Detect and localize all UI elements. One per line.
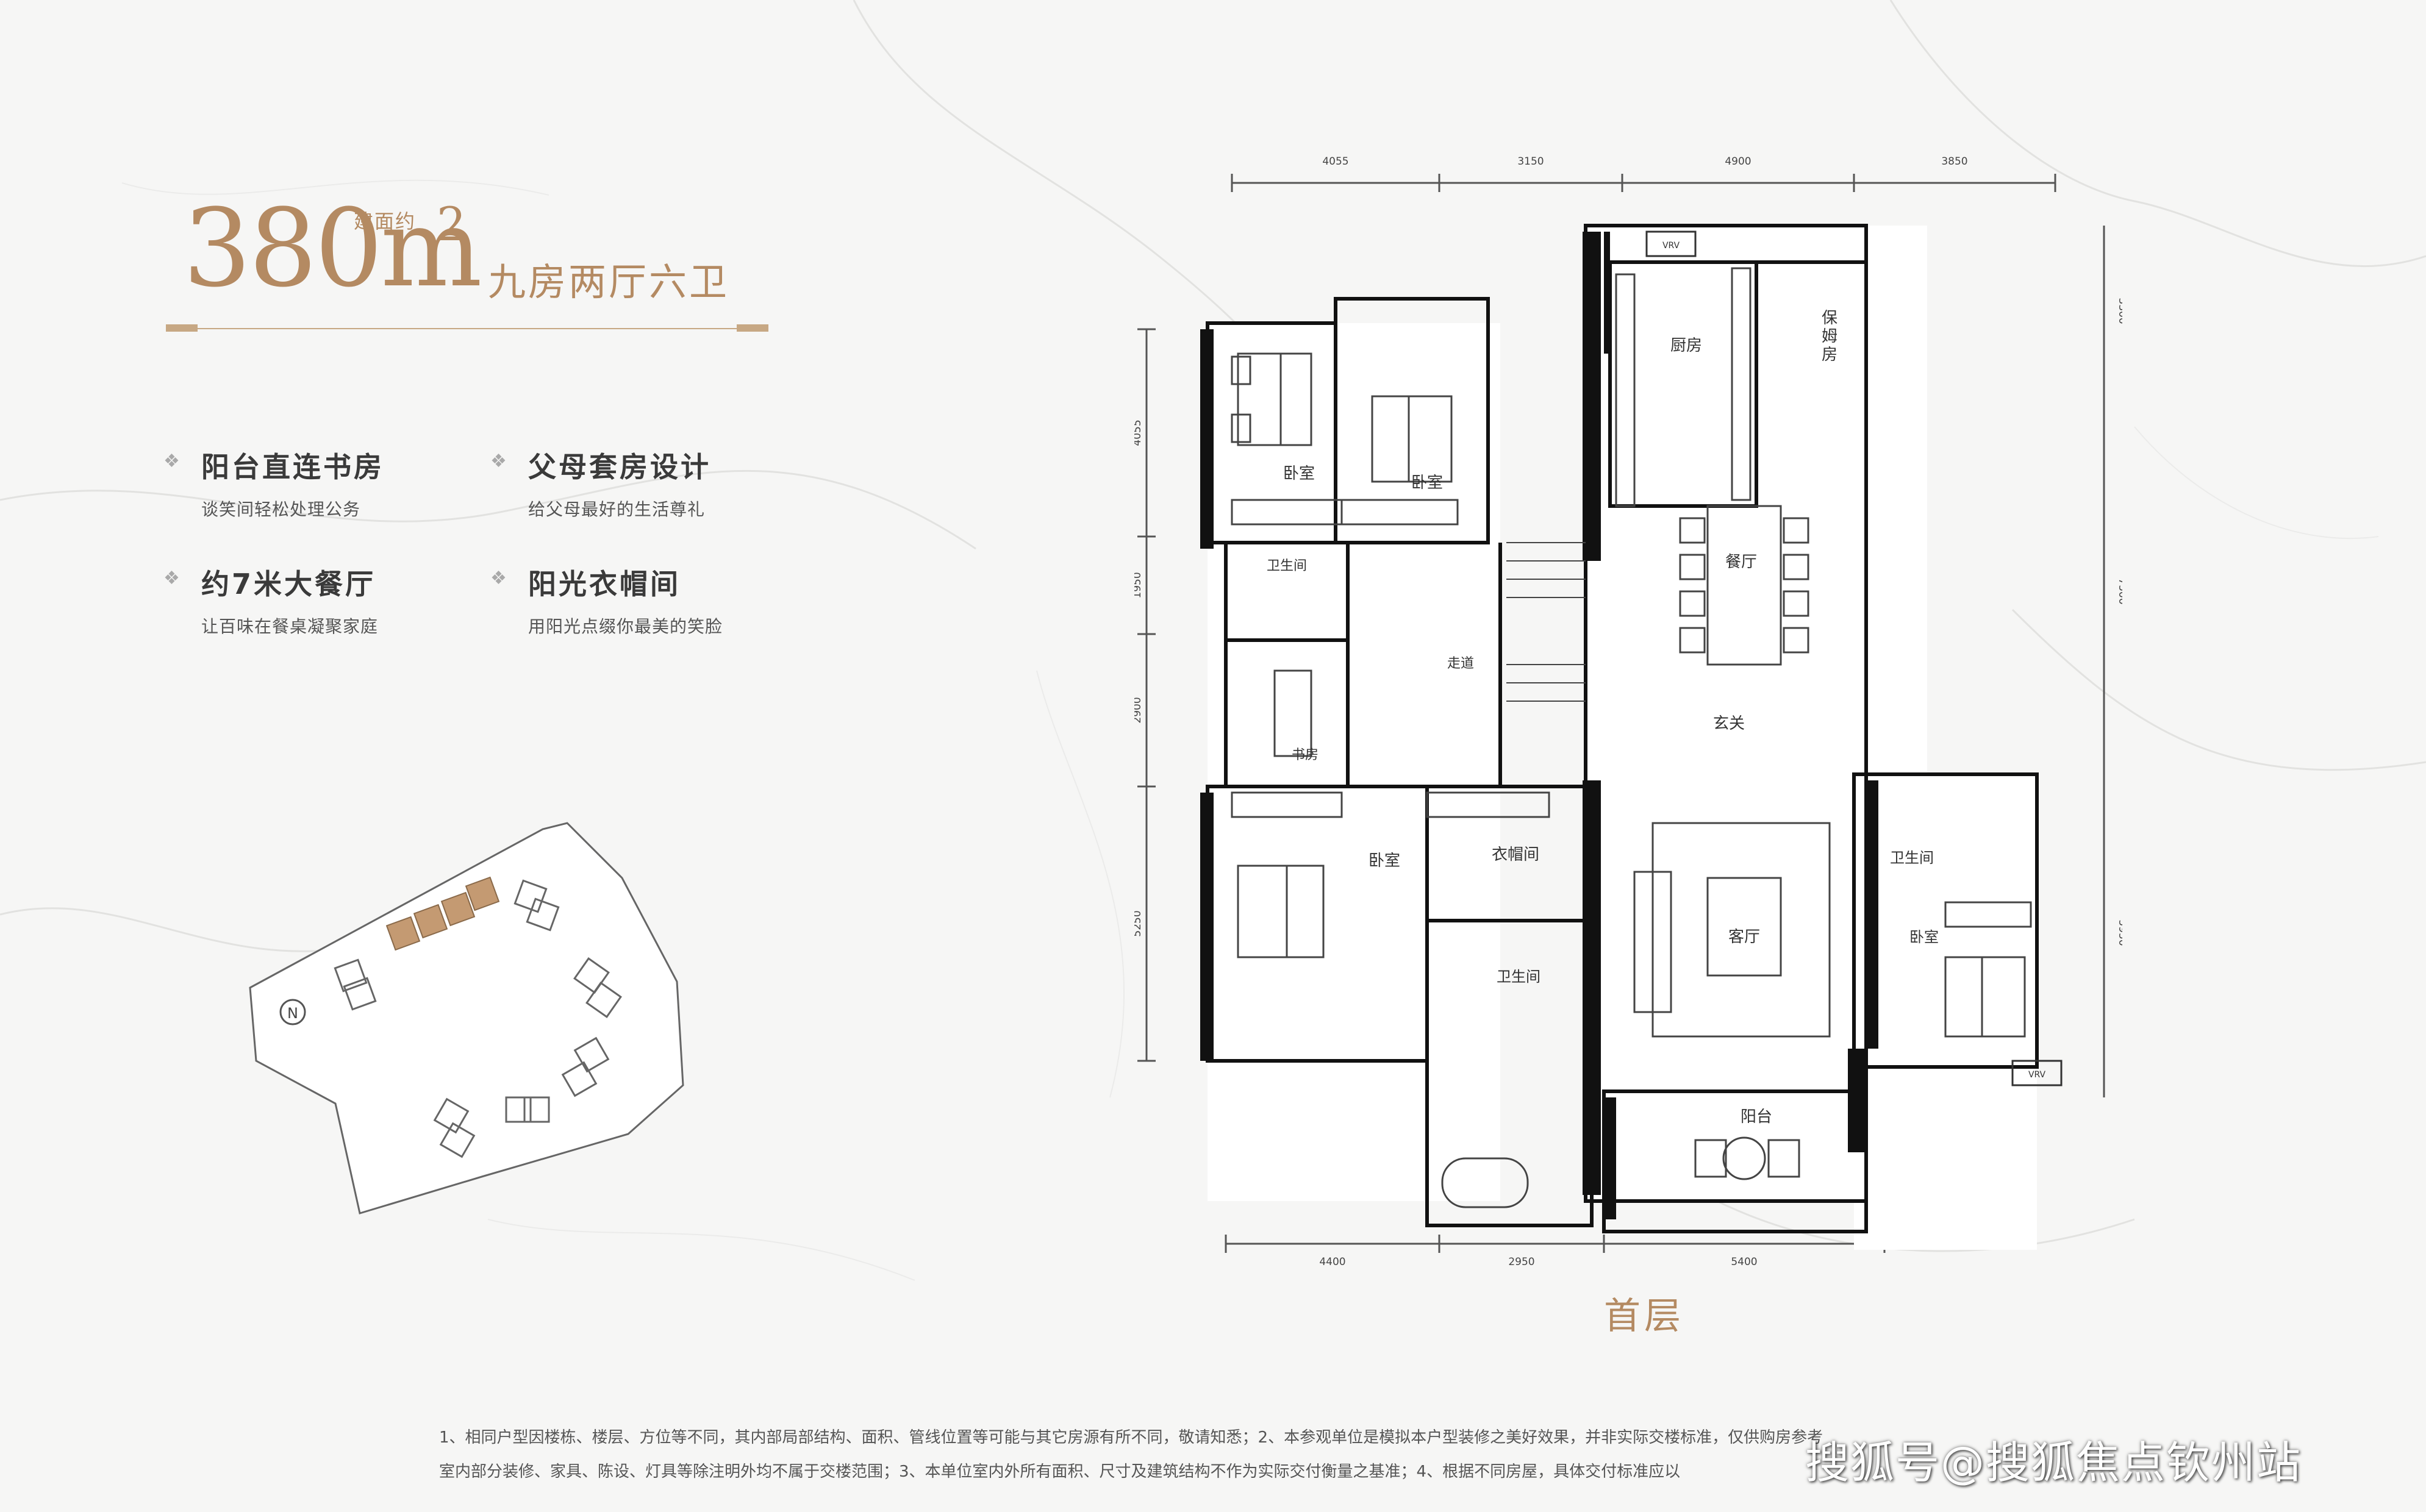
header-divider (188, 328, 737, 329)
watermark: 搜狐号@搜狐焦点钦州站 (1805, 1437, 2302, 1488)
room-label-maid-char: 保 (1822, 309, 1837, 327)
bathtub (1441, 1157, 1529, 1208)
room-label-bedroom: 卧室 (1369, 852, 1400, 870)
feature-title: 约7米大餐厅 (201, 568, 376, 601)
dimension-label: 4055 (1322, 155, 1348, 168)
floor-plan: 4055 3150 4900 3850 4400 2950 5400 4055 … (1134, 155, 2122, 1268)
coffee-table (1706, 877, 1782, 977)
note-line: 室内部分装修、家具、陈设、灯具等除注明外均不属于交楼范围；3、本单位室内外所有面… (439, 1463, 1681, 1481)
feature-subtitle: 让百味在餐桌凝聚家庭 (201, 616, 379, 637)
site-building (334, 958, 368, 993)
feature-title: 阳台直连书房 (201, 451, 384, 483)
highlighted-buildings (385, 876, 500, 951)
room-label-maid-char: 房 (1822, 346, 1837, 364)
room-label-bathroom: 卫生间 (1497, 968, 1540, 985)
site-building (573, 1036, 610, 1073)
note-line: 1、相同户型因楼栋、楼层、方位等不同，其内部局部结构、面积、管线位置等可能与其它… (439, 1428, 1823, 1447)
room-label-bathroom: 卫生间 (1890, 849, 1934, 866)
site-building (433, 1097, 470, 1134)
site-building (343, 977, 377, 1011)
bed (1237, 865, 1325, 958)
site-building (505, 1096, 532, 1123)
room-label-bathroom: 卫生间 (1267, 558, 1307, 574)
disclaimer-notes: 1、相同户型因楼栋、楼层、方位等不同，其内部局部结构、面积、管线位置等可能与其它… (439, 1421, 2086, 1489)
bed (1371, 395, 1453, 483)
site-building (526, 897, 560, 932)
feature-item: ❖ 约7米大餐厅 让百味在餐桌凝聚家庭 (163, 562, 518, 638)
area-superscript: 2 (437, 197, 467, 251)
dimension-label: 2900 (1134, 697, 1143, 723)
site-building (439, 1122, 476, 1158)
flower-icon: ❖ (490, 451, 507, 472)
room-label-bedroom: 卧室 (1283, 465, 1315, 483)
dimension-label: 7500 (2116, 578, 2122, 604)
dimension-lines (1137, 174, 2105, 1253)
feature-item: ❖ 阳台直连书房 谈笑间轻松处理公务 (163, 445, 518, 521)
room-label-balcony: 阳台 (1741, 1108, 1772, 1126)
site-building (585, 982, 622, 1018)
north-label: N (287, 1005, 298, 1022)
site-building (523, 1096, 550, 1123)
dimension-label: 3850 (1941, 155, 1967, 168)
site-plan: N (249, 822, 684, 1214)
flower-icon: ❖ (490, 568, 507, 589)
room-label-foyer: 玄关 (1713, 715, 1745, 733)
dimension-label: 5400 (1731, 1256, 1757, 1268)
flower-icon: ❖ (163, 451, 180, 472)
room-label-dining: 餐厅 (1725, 553, 1757, 571)
dimension-label: 4055 (1134, 419, 1143, 446)
balcony-table (1722, 1136, 1766, 1180)
site-boundary (249, 822, 684, 1214)
dimension-label: 5950 (2116, 919, 2122, 946)
vrv-label: VRV (1662, 241, 1680, 251)
layout-type: 九房两厅六卫 (488, 260, 730, 304)
room-label-corridor: 走道 (1447, 656, 1474, 671)
vrv-unit (1645, 230, 1697, 257)
bed (1944, 956, 2026, 1038)
divider-cap-left (166, 324, 198, 332)
room-label-study: 书房 (1292, 747, 1319, 763)
area-value: 380m (183, 186, 482, 311)
feature-item: ❖ 阳光衣帽间 用阳光点缀你最美的笑脸 (490, 562, 845, 638)
dimension-label: 2950 (1508, 1256, 1534, 1268)
dimension-label: 5250 (1134, 910, 1143, 936)
vrv-unit (2011, 1060, 2063, 1086)
room-label-bedroom: 卧室 (1411, 474, 1443, 492)
feature-subtitle: 用阳光点缀你最美的笑脸 (528, 616, 723, 637)
dimension-label: 3150 (1517, 155, 1544, 168)
living-rug (1651, 822, 1831, 1038)
flower-icon: ❖ (163, 568, 180, 589)
structural-walls (1200, 232, 1878, 1219)
feature-title: 父母套房设计 (528, 451, 711, 483)
room-label-kitchen: 厨房 (1670, 337, 1702, 355)
room-label-living: 客厅 (1728, 928, 1760, 946)
bed (1237, 352, 1312, 446)
divider-cap-right (737, 324, 768, 332)
floor-name: 首层 (1604, 1295, 1684, 1338)
dimension-label: 4400 (1319, 1256, 1345, 1268)
vrv-label: VRV (2028, 1070, 2046, 1080)
feature-title: 阳光衣帽间 (528, 568, 681, 601)
dimension-label: 4900 (1725, 155, 1751, 168)
area-prefix: 建面约 (354, 210, 417, 233)
room-label-bedroom: 卧室 (1909, 929, 1939, 946)
dimension-label: 1950 (1134, 572, 1143, 598)
dining-table (1706, 505, 1782, 666)
feature-item: ❖ 父母套房设计 给父母最好的生活尊礼 (490, 445, 845, 521)
dimension-label: 3300 (2116, 298, 2122, 324)
room-label-maid-char: 姆 (1822, 327, 1837, 346)
north-compass-icon (279, 999, 306, 1025)
feature-subtitle: 给父母最好的生活尊礼 (528, 499, 706, 519)
desk (1273, 669, 1312, 757)
walls (1206, 224, 2039, 1233)
room-label-cloakroom: 衣帽间 (1492, 846, 1539, 864)
feature-subtitle: 谈笑间轻松处理公务 (201, 499, 361, 519)
site-building (561, 1061, 598, 1097)
